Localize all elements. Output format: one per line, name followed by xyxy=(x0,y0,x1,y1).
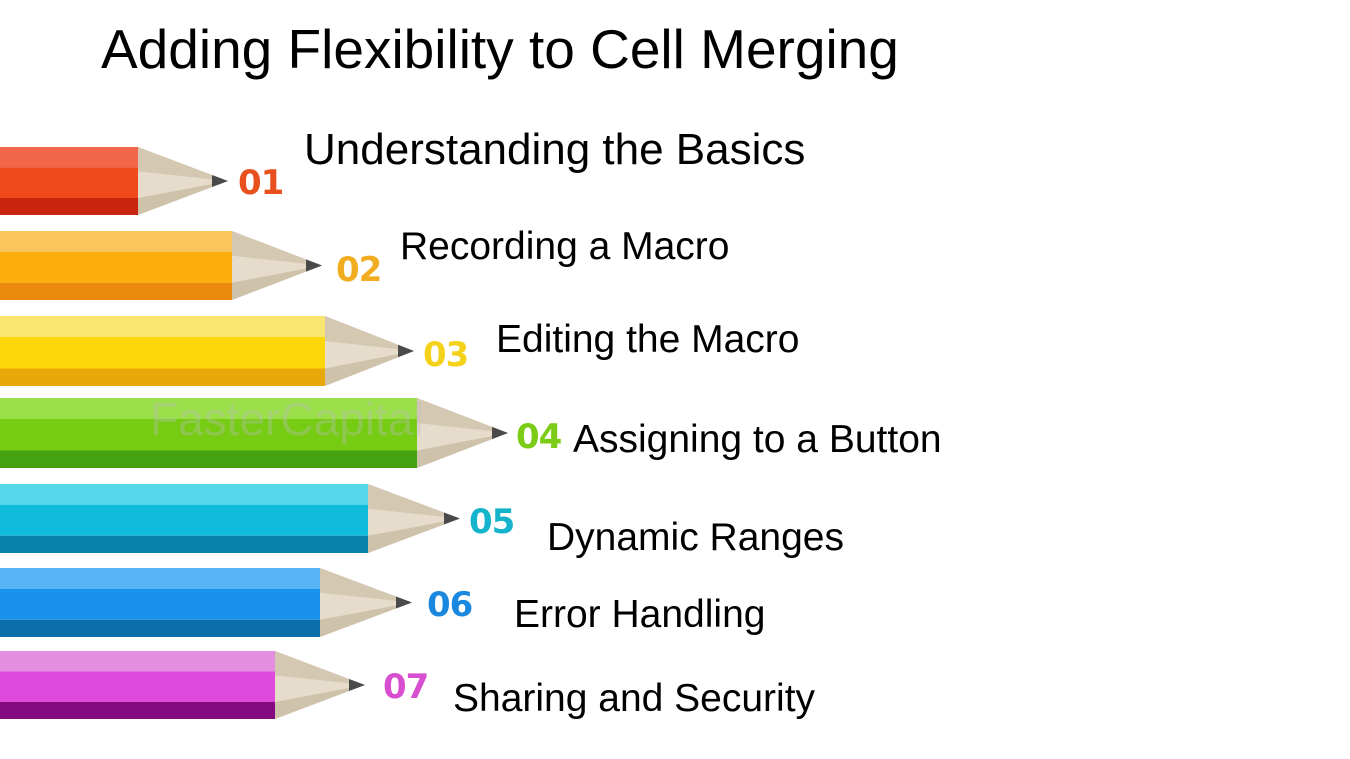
pencil-wood-shade xyxy=(368,518,460,553)
pencil-01 xyxy=(0,147,228,215)
pencil-wood-shade xyxy=(325,316,414,351)
pencil-wood-shade xyxy=(320,568,412,603)
pencil-body-middle xyxy=(0,671,275,702)
pencil-graphite-tip xyxy=(212,174,228,188)
pencil-03 xyxy=(0,316,414,386)
pencil-wood-shade xyxy=(232,231,322,266)
step-number: 05 xyxy=(469,502,515,542)
pencil-body-middle xyxy=(0,504,368,536)
pencil-04 xyxy=(0,398,508,468)
pencil-body-bottom xyxy=(0,368,325,386)
pencil-graphite-tip xyxy=(396,596,412,609)
pencil-02 xyxy=(0,231,322,300)
pencil-body-top xyxy=(0,147,138,168)
pencil-wood-shade xyxy=(275,685,365,719)
step-label: Understanding the Basics xyxy=(304,125,806,174)
pencil-graphite-tip xyxy=(492,426,508,440)
pencil-body-middle xyxy=(0,337,325,369)
pencil-wood-shade xyxy=(275,651,365,685)
pencil-05 xyxy=(0,484,460,553)
step-number: 04 xyxy=(516,417,562,457)
pencil-body-bottom xyxy=(0,282,232,300)
pencil-graphite-tip xyxy=(444,512,460,525)
pencil-07 xyxy=(0,651,365,719)
pencil-wood-shade xyxy=(417,433,508,468)
pencil-06 xyxy=(0,568,412,637)
pencil-body-top xyxy=(0,651,275,672)
pencil-body-middle xyxy=(0,167,138,198)
step-number: 02 xyxy=(336,250,382,290)
pencil-wood-shade xyxy=(232,265,322,300)
page-title: Adding Flexibility to Cell Merging xyxy=(101,18,899,80)
pencil-graphite-tip xyxy=(306,259,322,272)
pencil-wood-shade xyxy=(138,181,228,215)
step-label: Recording a Macro xyxy=(400,225,730,268)
step-number: 06 xyxy=(427,585,473,625)
pencil-body-middle xyxy=(0,251,232,283)
step-label: Assigning to a Button xyxy=(573,418,942,461)
step-label: Dynamic Ranges xyxy=(547,516,844,559)
pencil-body-top xyxy=(0,568,320,589)
pencil-body-bottom xyxy=(0,450,417,468)
step-label: Error Handling xyxy=(514,593,766,636)
pencil-wood-shade xyxy=(320,602,412,637)
pencil-body-middle xyxy=(0,419,417,451)
pencil-body-bottom xyxy=(0,702,275,719)
pencil-graphite-tip xyxy=(349,678,365,692)
step-number: 01 xyxy=(238,163,284,203)
pencil-graphite-tip xyxy=(398,344,414,358)
pencil-body-bottom xyxy=(0,198,138,215)
watermark-logo: FasterCapital xyxy=(150,393,424,445)
step-number: 03 xyxy=(423,335,469,375)
pencil-body-bottom xyxy=(0,535,368,553)
pencil-wood-shade xyxy=(138,147,228,181)
pencil-body-top xyxy=(0,316,325,337)
pencil-body-bottom xyxy=(0,619,320,637)
step-label: Sharing and Security xyxy=(453,677,816,720)
step-number: 07 xyxy=(383,667,429,707)
pencil-wood-shade xyxy=(325,351,414,386)
pencil-body-top xyxy=(0,398,417,419)
pencil-wood-shade xyxy=(368,484,460,519)
pencil-body-top xyxy=(0,231,232,252)
step-label: Editing the Macro xyxy=(496,318,800,361)
pencil-body-top xyxy=(0,484,368,505)
pencil-wood-shade xyxy=(417,398,508,433)
pencil-body-middle xyxy=(0,588,320,620)
